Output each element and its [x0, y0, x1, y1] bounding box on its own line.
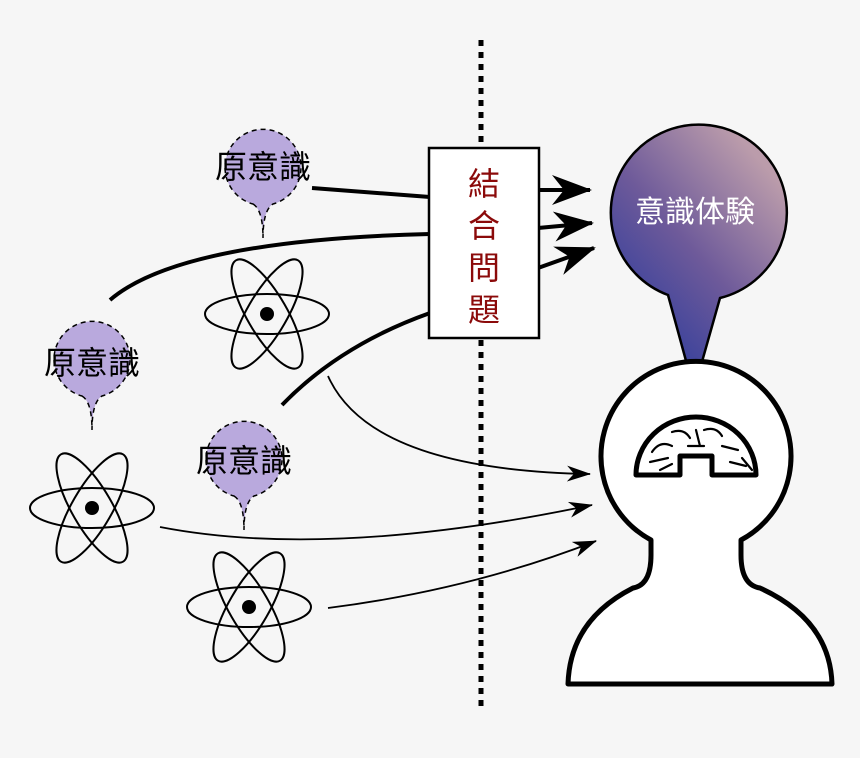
thin-arrow-1: [327, 375, 591, 482]
person-head-icon: [565, 358, 835, 687]
atom-icon: [29, 443, 155, 573]
proto-label: 原意識: [44, 344, 140, 382]
atom-icon: [204, 249, 330, 379]
proto-bubble-1: 原意識: [215, 128, 311, 239]
thick-line-1: [311, 186, 431, 199]
proto-bubble-2: 原意識: [44, 320, 140, 431]
proto-bubble-3: 原意識: [196, 420, 292, 531]
thin-arrow-2: [159, 501, 593, 541]
thin-arrow-3: [327, 540, 597, 609]
out-arrow-3: [537, 246, 596, 275]
conscious-experience-bubble: 意識体験: [609, 123, 789, 395]
thick-line-2: [108, 232, 431, 302]
binding-problem-char: 結: [468, 165, 500, 203]
conscious-experience-label: 意識体験: [635, 195, 755, 230]
atom-icon: [186, 542, 312, 672]
binding-problem-box: 結 合 問 題: [427, 146, 541, 340]
out-arrow-2: [537, 211, 594, 242]
binding-problem-char: 問: [468, 249, 500, 287]
thick-line-3: [280, 311, 431, 407]
brain-icon: [633, 414, 759, 478]
binding-problem-char: 合: [468, 207, 500, 245]
proto-label: 原意識: [196, 442, 292, 480]
binding-problem-char: 題: [468, 291, 500, 329]
proto-label: 原意識: [215, 148, 311, 186]
